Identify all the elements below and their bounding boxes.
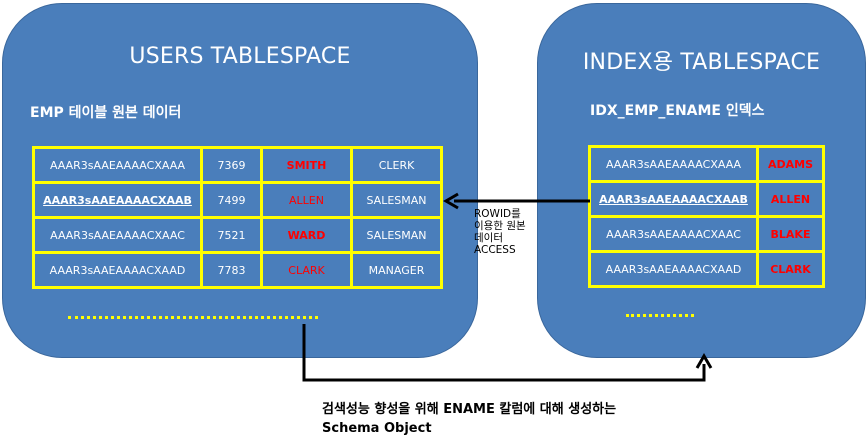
index-rowid-cell: AAAR3sAAEAAAACXAAC	[588, 215, 759, 253]
index-ename-cell: ADAMS	[756, 145, 825, 183]
rowid-access-label-line: 데이터	[474, 232, 503, 244]
emp-ename-cell: WARD	[260, 216, 353, 254]
index-table-continuation-dots	[626, 314, 694, 317]
index-creation-arrow	[302, 324, 713, 382]
emp-job-cell: SALESMAN	[350, 181, 443, 219]
emp-table-continuation-dots	[68, 316, 318, 319]
table-row: AAAR3sAAEAAAACXAAB ALLEN	[588, 180, 825, 218]
emp-empno-cell: 7499	[200, 181, 263, 219]
rowid-access-arrow	[443, 192, 590, 210]
emp-job-cell: MANAGER	[350, 251, 443, 289]
index-ename-cell: CLARK	[756, 250, 825, 288]
index-rowid-cell: AAAR3sAAEAAAACXAAA	[588, 145, 759, 183]
table-row: AAAR3sAAEAAAACXAAC BLAKE	[588, 215, 825, 253]
index-tablespace-title: INDEX용 TABLESPACE	[582, 50, 821, 75]
emp-table-subtitle: EMP 테이블 원본 데이터	[30, 105, 182, 121]
emp-ename-cell: CLARK	[260, 251, 353, 289]
emp-rowid-cell-highlighted: AAAR3sAAEAAAACXAAB	[32, 181, 203, 219]
emp-empno-cell: 7783	[200, 251, 263, 289]
index-rowid-cell-highlighted: AAAR3sAAEAAAACXAAB	[588, 180, 759, 218]
caption-line-1: 검색성능 향성을 위해 ENAME 칼럼에 대해 생성하는	[322, 402, 617, 417]
index-rowid-cell: AAAR3sAAEAAAACXAAD	[588, 250, 759, 288]
index-table: AAAR3sAAEAAAACXAAA ADAMS AAAR3sAAEAAAACX…	[588, 145, 825, 288]
table-row: AAAR3sAAEAAAACXAAA 7369 SMITH CLERK	[32, 146, 443, 184]
table-row: AAAR3sAAEAAAACXAAD 7783 CLARK MANAGER	[32, 251, 443, 289]
emp-rowid-cell: AAAR3sAAEAAAACXAAC	[32, 216, 203, 254]
index-ename-cell: ALLEN	[756, 180, 825, 218]
emp-job-cell: CLERK	[350, 146, 443, 184]
caption-line-2: Schema Object	[322, 421, 432, 436]
emp-empno-cell: 7521	[200, 216, 263, 254]
table-row: AAAR3sAAEAAAACXAAC 7521 WARD SALESMAN	[32, 216, 443, 254]
table-row: AAAR3sAAEAAAACXAAB 7499 ALLEN SALESMAN	[32, 181, 443, 219]
rowid-access-label-line: ACCESS	[474, 244, 516, 256]
index-ename-cell: BLAKE	[756, 215, 825, 253]
emp-rowid-cell: AAAR3sAAEAAAACXAAA	[32, 146, 203, 184]
emp-ename-cell: ALLEN	[260, 181, 353, 219]
emp-ename-cell: SMITH	[260, 146, 353, 184]
emp-rowid-cell: AAAR3sAAEAAAACXAAD	[32, 251, 203, 289]
schema-object-caption: 검색성능 향성을 위해 ENAME 칼럼에 대해 생성하는 Schema Obj…	[322, 400, 616, 438]
table-row: AAAR3sAAEAAAACXAAA ADAMS	[588, 145, 825, 183]
emp-empno-cell: 7369	[200, 146, 263, 184]
rowid-access-label-line: 이용한 원본	[474, 220, 526, 232]
table-row: AAAR3sAAEAAAACXAAD CLARK	[588, 250, 825, 288]
rowid-access-label-line: ROWID를	[474, 208, 521, 220]
index-subtitle: IDX_EMP_ENAME 인덱스	[590, 103, 765, 119]
rowid-access-label: ROWID를 이용한 원본 데이터 ACCESS	[474, 208, 526, 256]
users-tablespace-title: USERS TABLESPACE	[129, 44, 351, 69]
emp-table: AAAR3sAAEAAAACXAAA 7369 SMITH CLERK AAAR…	[32, 146, 443, 289]
emp-job-cell: SALESMAN	[350, 216, 443, 254]
